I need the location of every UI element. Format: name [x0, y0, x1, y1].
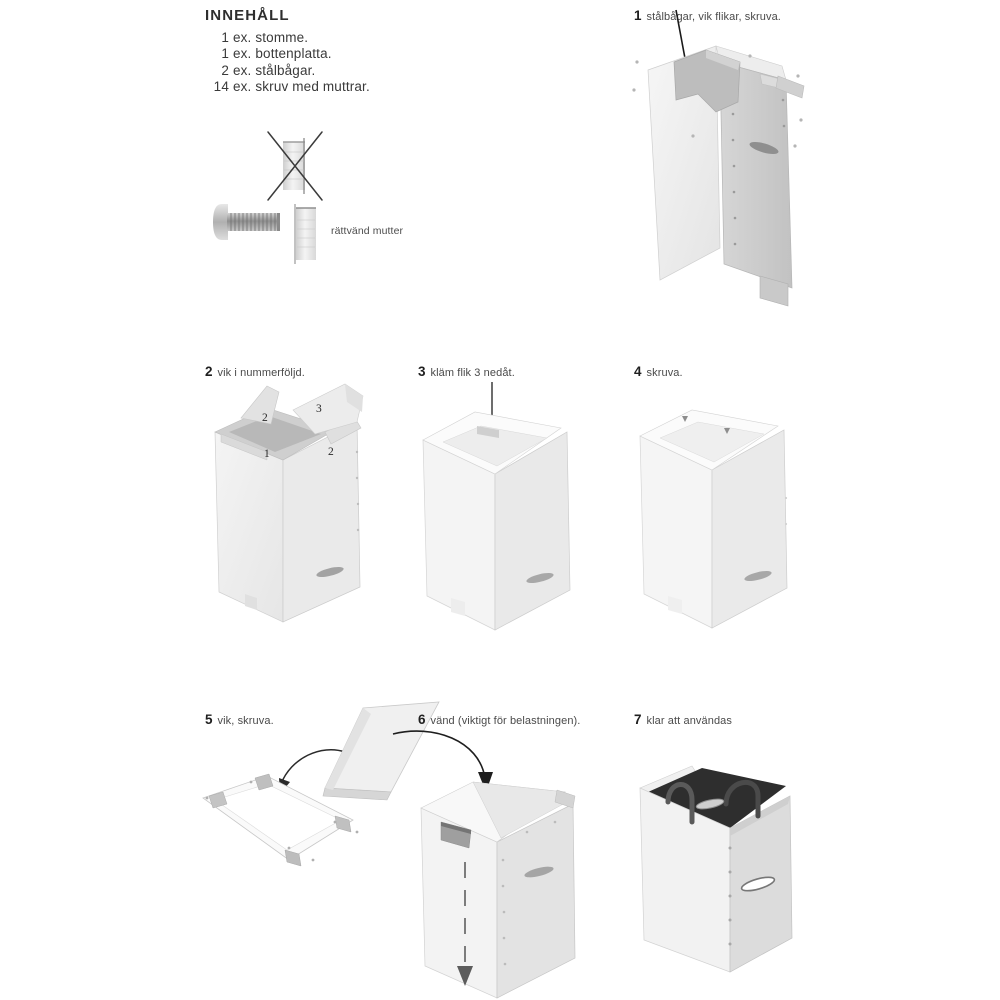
step-4-number: 4 — [634, 364, 642, 379]
item-qty: 1 — [221, 46, 229, 62]
step-3-caption: 3 kläm flik 3 nedåt. — [418, 364, 515, 379]
step-6-figure — [392, 730, 615, 1000]
item-name: skruv med muttrar. — [255, 79, 370, 95]
step-2-text: vik i nummerföljd. — [217, 367, 305, 379]
step-3-text: kläm flik 3 nedåt. — [430, 367, 515, 379]
step-1-caption: 1 stålbågar, vik flikar, skruva. — [634, 8, 781, 23]
steel-bow-handle-right — [723, 779, 761, 819]
correct-nut-label: rättvänd mutter — [331, 225, 404, 237]
fold-order-label-3: 3 — [316, 403, 322, 415]
step-1-figure — [620, 9, 835, 318]
item-qty: 14 — [213, 79, 229, 95]
screw-marker-icon — [682, 416, 730, 434]
bottom-plate-flat — [202, 773, 359, 867]
step-7-number: 7 — [634, 712, 642, 727]
contents-heading: INNEHÅLL — [205, 7, 290, 24]
step-2-figure — [205, 382, 385, 632]
correct-nut-icon — [294, 204, 316, 264]
step-7-caption: 7 klar att användas — [634, 712, 732, 727]
cross-out-icon — [267, 131, 323, 201]
item-name: stålbågar. — [255, 62, 316, 78]
item-name: bottenplatta. — [255, 46, 332, 62]
step-2-caption: 2 vik i nummerföljd. — [205, 364, 305, 379]
step-7-figure — [630, 740, 830, 975]
step-5-text: vik, skruva. — [217, 715, 274, 727]
fold-order-label-2b: 2 — [328, 446, 334, 458]
step-2-number: 2 — [205, 364, 213, 379]
step-6-text: vänd (viktigt för belastningen). — [430, 715, 581, 727]
step-7-text: klar att användas — [646, 715, 732, 727]
step-6-caption: 6 vänd (viktigt för belastningen). — [418, 712, 580, 727]
step-1-text: stålbågar, vik flikar, skruva. — [646, 11, 781, 23]
wrong-nut-icon — [283, 138, 305, 194]
hardware-diagram — [200, 128, 430, 268]
step-4-text: skruva. — [646, 367, 683, 379]
item-name: stomme. — [255, 30, 309, 45]
step-5-number: 5 — [205, 712, 213, 727]
step-6-number: 6 — [418, 712, 426, 727]
steel-bow-handle-left — [665, 782, 695, 825]
insert-arrow-head-icon — [478, 772, 493, 792]
fold-order-label-1: 1 — [264, 448, 270, 460]
list-item: 1 ex. stomme. — [205, 30, 370, 46]
item-qty: 2 — [221, 62, 229, 78]
item-unit: ex. — [233, 30, 252, 45]
step-5-figure — [195, 700, 455, 890]
step-4-caption: 4 skruva. — [634, 364, 683, 379]
step-1-number: 1 — [634, 8, 642, 23]
step-3-number: 3 — [418, 364, 426, 379]
handle-slot-right — [740, 876, 776, 892]
insert-arrow-icon — [392, 730, 486, 779]
item-unit: ex. — [233, 79, 252, 95]
step-3-figure — [415, 382, 595, 632]
item-unit: ex. — [233, 46, 252, 62]
step-5-caption: 5 vik, skruva. — [205, 712, 274, 727]
screw-icon — [213, 204, 280, 240]
step-4-figure — [630, 388, 810, 638]
dashed-arrow-head-icon — [457, 966, 473, 986]
rotate-arrow-icon — [280, 749, 346, 785]
item-qty: 1 — [221, 30, 229, 45]
fold-order-label-2a: 2 — [262, 412, 268, 424]
bottom-plate-tilted — [322, 701, 440, 801]
item-unit: ex. — [233, 62, 252, 78]
